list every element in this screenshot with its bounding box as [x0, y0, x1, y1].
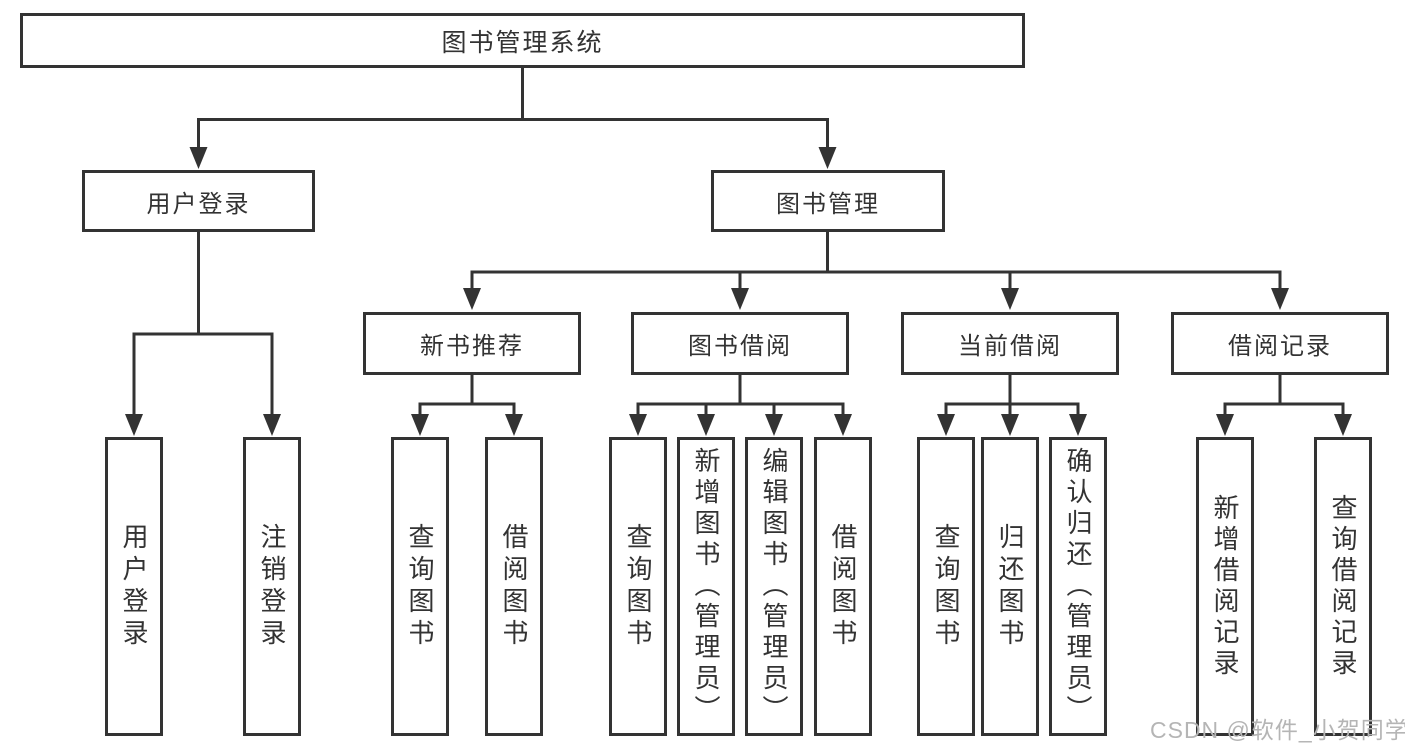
node-current-borrowing: 当前借阅 [901, 312, 1119, 375]
node-label: 借阅图书 [499, 522, 529, 651]
node-leaf-logout: 注销登录 [243, 437, 301, 736]
node-edit-book-admin: 编辑图书（管理员） [745, 437, 803, 736]
node-leaf-user-login: 用户登录 [105, 437, 163, 736]
connector-borrowing-records-children [1216, 374, 1352, 436]
node-add-book-admin: 新增图书（管理员） [677, 437, 735, 736]
node-label: 编辑图书（管理员） [759, 447, 789, 726]
node-query-borrow-record: 查询借阅记录 [1314, 437, 1372, 736]
node-user-login: 用户登录 [82, 170, 315, 232]
node-new-book-recommend: 新书推荐 [363, 312, 581, 375]
node-label: 用户登录 [146, 190, 251, 218]
connector-book-borrowing-children [629, 374, 852, 436]
node-return-books: 归还图书 [981, 437, 1039, 736]
connector-user-login-children [125, 231, 281, 436]
node-borrow-books-2: 借阅图书 [814, 437, 872, 736]
node-label: 当前借阅 [958, 333, 1062, 360]
node-label: 图书管理 [776, 190, 880, 218]
connector-book-management-children [463, 231, 1289, 310]
node-borrow-books-1: 借阅图书 [485, 437, 543, 736]
node-book-management: 图书管理 [711, 170, 945, 232]
node-label: 注销登录 [257, 522, 287, 651]
connector-new-book-children [411, 374, 523, 436]
node-label: 借阅图书 [828, 522, 858, 651]
node-borrowing-records: 借阅记录 [1171, 312, 1389, 375]
node-book-borrowing: 图书借阅 [631, 312, 849, 375]
node-label: 确认归还（管理员） [1063, 447, 1093, 726]
connector-current-borrowing-children [937, 374, 1087, 436]
node-label: 查询图书 [405, 522, 435, 651]
node-label: 查询图书 [623, 522, 653, 651]
node-library-system: 图书管理系统 [20, 13, 1025, 68]
node-query-books-2: 查询图书 [609, 437, 667, 736]
node-label: 归还图书 [995, 522, 1025, 651]
node-label: 图书借阅 [688, 333, 792, 360]
node-label: 查询借阅记录 [1328, 493, 1358, 680]
node-query-books-3: 查询图书 [917, 437, 975, 736]
csdn-watermark: CSDN @软件_小贺同学 [1150, 717, 1405, 743]
node-label: 新增图书（管理员） [691, 447, 721, 726]
node-label: 图书管理系统 [441, 28, 604, 57]
connector-root-to-level2 [189, 66, 837, 169]
node-label: 新增借阅记录 [1210, 493, 1240, 680]
node-label: 新书推荐 [420, 333, 524, 360]
node-label: 查询图书 [931, 522, 961, 651]
node-label: 用户登录 [119, 522, 149, 651]
node-query-books-1: 查询图书 [391, 437, 449, 736]
node-label: 借阅记录 [1228, 333, 1332, 360]
node-confirm-return-admin: 确认归还（管理员） [1049, 437, 1107, 736]
node-add-borrow-record: 新增借阅记录 [1196, 437, 1254, 736]
